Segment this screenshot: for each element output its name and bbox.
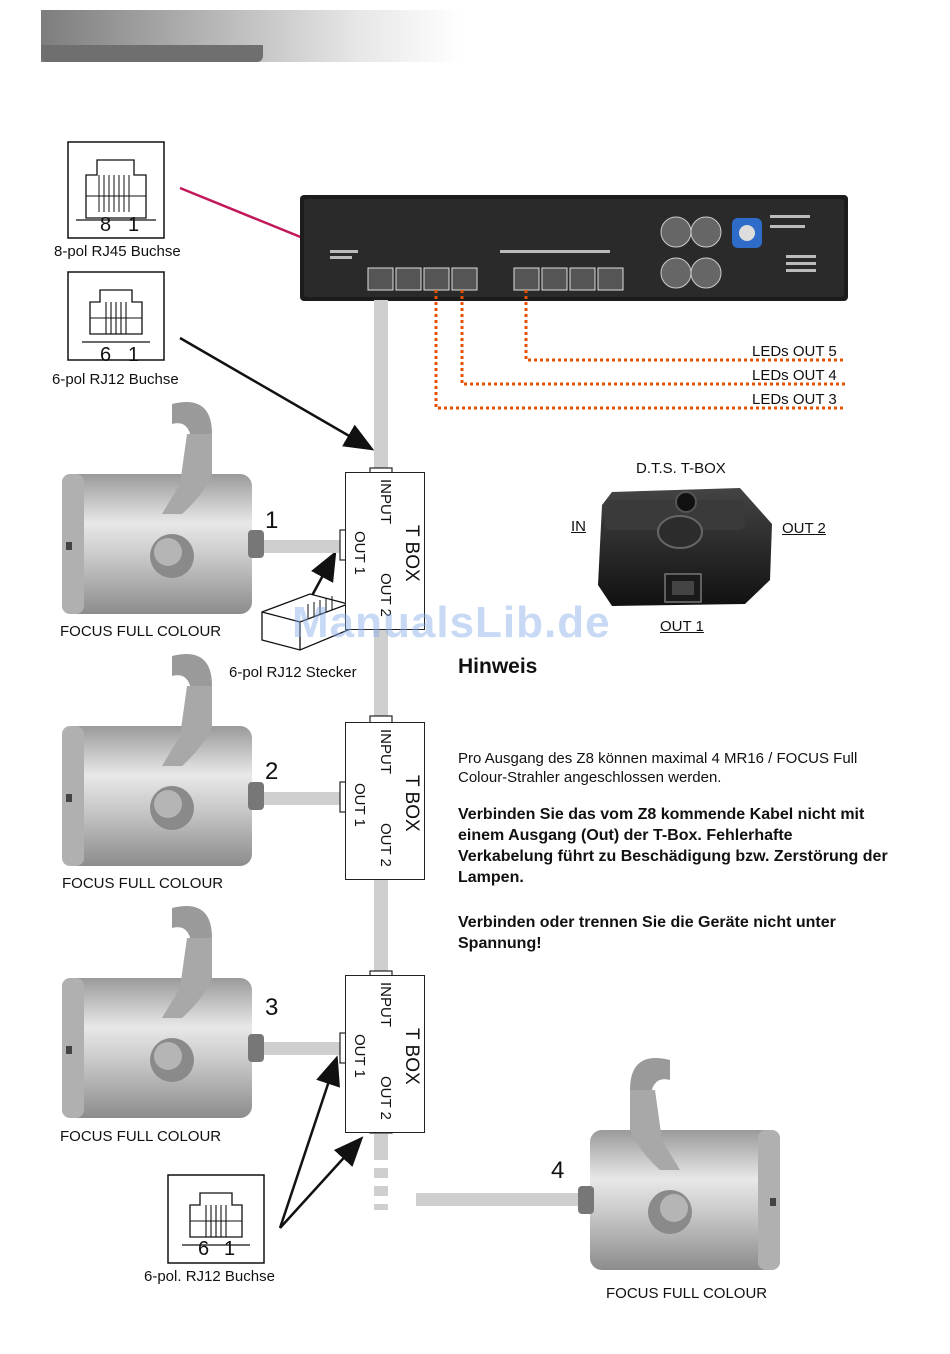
tbox-1-out1: OUT 1 (351, 531, 368, 575)
tbox-2-title: T BOX (401, 775, 422, 832)
tbox-3: T BOX INPUT OUT 1 OUT 2 (345, 975, 425, 1133)
dts-tbox-out1: OUT 1 (660, 618, 704, 635)
tbox-2-out2: OUT 2 (377, 823, 394, 867)
tbox-2-input: INPUT (377, 729, 394, 774)
rj12-top-pin-6: 6 (100, 344, 112, 366)
lamp-1-number: 1 (265, 507, 279, 534)
black-arrow-rj12 (179, 336, 375, 451)
tbox-2-out1: OUT 1 (351, 783, 368, 827)
lamp-4-caption: FOCUS FULL COLOUR (606, 1285, 768, 1302)
dts-tbox-out2: OUT 2 (782, 520, 826, 537)
tbox-2: T BOX INPUT OUT 1 OUT 2 (345, 722, 425, 880)
rj12-bottom-pin-6: 6 (198, 1238, 210, 1260)
rj45-socket-drawing (67, 141, 165, 239)
watermark: ManualsLib.de (292, 598, 611, 647)
lamp-2-drawing (62, 654, 264, 866)
rj12-socket-top-drawing (67, 271, 165, 361)
lamp-4-drawing (578, 1058, 780, 1270)
note-paragraph-3: Verbinden oder trennen Sie die Geräte ni… (458, 914, 836, 952)
lamp-2-number: 2 (265, 758, 279, 785)
rj12-socket-top-label: 6-pol RJ12 Buchse (52, 371, 179, 388)
leds-out-5-label: LEDs OUT 5 (752, 343, 837, 360)
z8-controller (300, 195, 848, 301)
leds-out-3-label: LEDs OUT 3 (752, 391, 837, 408)
lamp-1-drawing (62, 402, 264, 614)
arrow-bottom-1 (278, 1055, 340, 1229)
rj45-pin-8: 8 (100, 214, 112, 236)
leds-out-4-label: LEDs OUT 4 (752, 367, 837, 384)
rj12-bottom-pin-1: 1 (224, 1238, 236, 1260)
tbox-1: T BOX INPUT OUT 1 OUT 2 (345, 472, 425, 630)
rj12-plug-label: 6-pol RJ12 Stecker (229, 664, 357, 681)
rj12-socket-bottom-label: 6-pol. RJ12 Buchse (144, 1268, 275, 1285)
tbox-3-out2: OUT 2 (377, 1076, 394, 1120)
dts-tbox-in: IN (571, 518, 586, 535)
tbox-1-input: INPUT (377, 479, 394, 524)
gray-cables (258, 300, 594, 1210)
lamp-3-caption: FOCUS FULL COLOUR (60, 1128, 222, 1145)
arrow-bottom-2 (279, 1136, 364, 1229)
dts-tbox-drawing (598, 488, 772, 606)
rj12-top-pin-1: 1 (128, 344, 140, 366)
dotted-cables (434, 290, 845, 410)
lamp-3-number: 3 (265, 994, 279, 1021)
note-paragraph-2: Verbinden Sie das vom Z8 kommende Kabel … (458, 806, 888, 886)
rj45-pin-1: 1 (128, 214, 140, 236)
tbox-1-title: T BOX (401, 525, 422, 582)
lamp-4-number: 4 (551, 1157, 565, 1184)
tbox-3-out1: OUT 1 (351, 1034, 368, 1078)
note-paragraph-1: Pro Ausgang des Z8 können maximal 4 MR16… (458, 750, 858, 786)
rj45-socket-label: 8-pol RJ45 Buchse (54, 243, 181, 260)
lamp-2-caption: FOCUS FULL COLOUR (62, 875, 224, 892)
rj12-plug-drawing (261, 593, 349, 651)
header-tab (41, 45, 263, 62)
lamp-1-caption: FOCUS FULL COLOUR (60, 623, 222, 640)
rj12-socket-bottom-drawing (167, 1174, 265, 1264)
tbox-3-title: T BOX (401, 1028, 422, 1085)
lamp-3-drawing (62, 906, 264, 1118)
tbox-3-input: INPUT (377, 982, 394, 1027)
note-title: Hinweis (458, 655, 538, 678)
dts-tbox-title: D.T.S. T-BOX (636, 460, 726, 477)
